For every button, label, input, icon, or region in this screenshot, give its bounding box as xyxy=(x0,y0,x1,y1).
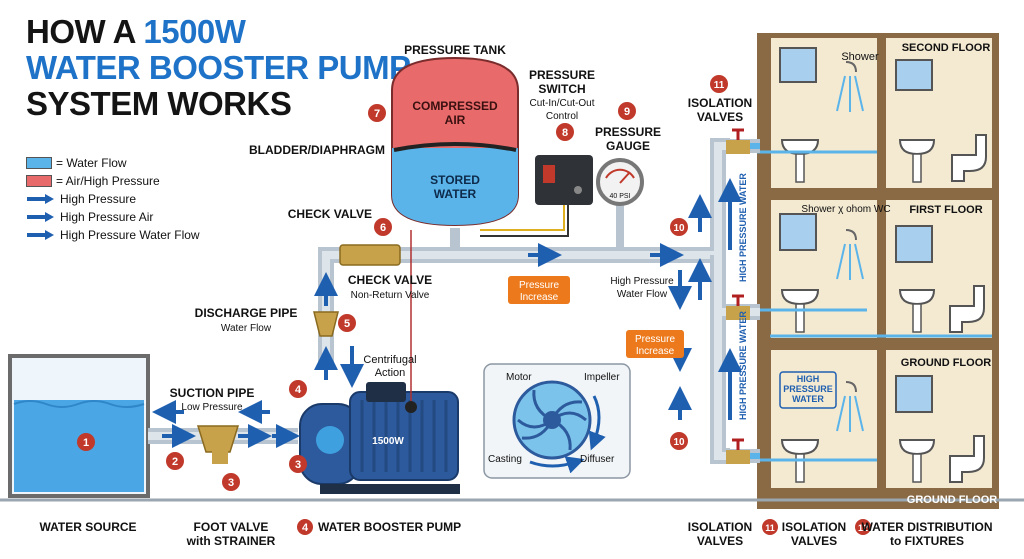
legend-item-water: = Water Flow xyxy=(26,154,200,172)
booster-pump xyxy=(299,230,460,494)
label-discharge-pipe: DISCHARGE PIPE xyxy=(195,306,298,320)
label-pressure-increase-1a: Pressure xyxy=(519,280,559,291)
label-centrifugal-1: Centrifugal xyxy=(363,354,416,366)
label-high-pressure-flow-2: Water Flow xyxy=(617,289,668,300)
label-hp-box-3: WATER xyxy=(792,394,824,404)
label-cut-in-2: Control xyxy=(546,111,578,122)
caption-distribution-1: WATER DISTRIBUTION xyxy=(861,520,992,534)
label-pressure-gauge-1: PRESSURE xyxy=(595,125,661,139)
label-ground-floor: GROUND FLOOR xyxy=(901,357,991,369)
label-water-flow: Water Flow xyxy=(221,323,272,334)
building xyxy=(757,33,999,509)
marker-1: 1 xyxy=(83,437,89,449)
marker-8: 8 xyxy=(562,127,568,139)
label-non-return: Non-Return Valve xyxy=(351,290,430,301)
page-title: HOW A 1500W WATER BOOSTER PUMP SYSTEM WO… xyxy=(26,13,411,122)
marker-9: 9 xyxy=(624,106,630,118)
label-pressure-switch-2: SWITCH xyxy=(538,82,585,96)
caption-isolation-b-2: VALVES xyxy=(791,534,837,548)
label-pressure-switch-1: PRESSURE xyxy=(529,68,595,82)
label-casting: Casting xyxy=(488,454,522,465)
caption-pump: WATER BOOSTER PUMP xyxy=(318,520,461,534)
marker-11: 11 xyxy=(714,80,725,91)
legend-item-high-pressure-water: High Pressure Water Flow xyxy=(26,226,200,244)
bottom-marker-12: 12 xyxy=(858,523,868,533)
legend-item-air: = Air/High Pressure xyxy=(26,172,200,190)
label-pressure-increase-1b: Increase xyxy=(520,292,559,303)
caption-distribution-2: to FIXTURES xyxy=(890,534,964,548)
right-arrow-icon xyxy=(27,212,54,222)
label-hp-box-1: HIGH xyxy=(797,374,820,384)
right-arrow-icon xyxy=(27,230,54,240)
label-ground-floor-base: GROUND FLOOR xyxy=(907,494,997,506)
label-second-floor: SECOND FLOOR xyxy=(902,42,991,54)
label-shower-wc: Shower χ ohom WC xyxy=(801,204,890,215)
label-suction-pipe: SUCTION PIPE xyxy=(170,386,255,400)
marker-5: 5 xyxy=(344,318,350,330)
legend-item-high-pressure: High Pressure xyxy=(26,190,200,208)
legend: = Water Flow = Air/High Pressure High Pr… xyxy=(26,154,200,244)
label-hp-water-vertical-1: HIGH PRESSURE WATER xyxy=(738,173,748,282)
marker-10b: 10 xyxy=(673,437,685,448)
label-isolation-top-2: VALVES xyxy=(697,110,743,124)
label-impeller: Impeller xyxy=(584,372,620,383)
legend-item-high-pressure-air: High Pressure Air xyxy=(26,208,200,226)
water-source-tank xyxy=(0,354,1024,502)
marker-7: 7 xyxy=(374,108,380,120)
pressure-gauge xyxy=(596,158,644,206)
label-gauge-reading: 40 PSI xyxy=(609,193,630,200)
label-cut-in-1: Cut-In/Cut-Out xyxy=(529,98,594,109)
label-high-pressure-flow-1: High Pressure xyxy=(610,276,674,287)
marker-3b: 3 xyxy=(295,459,301,471)
label-pressure-increase-2a: Pressure xyxy=(635,334,675,345)
label-stored-water-1: STORED xyxy=(430,173,480,187)
label-check-valve-top: CHECK VALVE xyxy=(288,207,372,221)
marker-4: 4 xyxy=(295,384,302,396)
right-arrow-icon xyxy=(27,194,54,204)
label-bladder: BLADDER/DIAPHRAGM xyxy=(249,143,385,157)
label-check-valve: CHECK VALVE xyxy=(348,273,432,287)
label-low-pressure: Low Pressure xyxy=(181,402,243,413)
caption-isolation-a-1: ISOLATION xyxy=(688,520,752,534)
valves xyxy=(196,128,750,464)
marker-10a: 10 xyxy=(673,223,685,234)
label-centrifugal-2: Action xyxy=(375,367,406,379)
bottom-marker-4: 4 xyxy=(302,522,309,534)
label-pressure-tank: PRESSURE TANK xyxy=(404,43,506,57)
label-pump-badge: 1500W xyxy=(372,436,404,447)
label-first-floor: FIRST FLOOR xyxy=(909,204,982,216)
label-hp-water-vertical-2: HIGH PRESSURE WATER xyxy=(738,311,748,420)
caption-isolation-a-2: VALVES xyxy=(697,534,743,548)
label-shower: Shower xyxy=(841,51,879,63)
caption-foot-valve-1: FOOT VALVE xyxy=(194,520,269,534)
label-motor: Motor xyxy=(506,372,532,383)
impeller-inset xyxy=(483,363,631,479)
number-markers xyxy=(77,75,871,535)
label-compressed-air-1: COMPRESSED xyxy=(412,99,498,113)
caption-isolation-b-1: ISOLATION xyxy=(782,520,846,534)
caption-foot-valve-2: with STRAINER xyxy=(186,534,276,548)
caption-water-source: WATER SOURCE xyxy=(39,520,136,534)
bottom-marker-11: 11 xyxy=(765,523,775,533)
pressure-tank xyxy=(391,56,519,227)
marker-6: 6 xyxy=(380,222,386,234)
label-compressed-air-2: AIR xyxy=(445,113,466,127)
pressure-increase-badges xyxy=(508,276,837,409)
label-pressure-increase-2b: Increase xyxy=(636,346,675,357)
label-isolation-top-1: ISOLATION xyxy=(688,96,752,110)
label-stored-water-2: WATER xyxy=(434,187,477,201)
marker-2: 2 xyxy=(172,456,178,468)
pressure-switch xyxy=(480,155,593,237)
label-diffuser: Diffuser xyxy=(580,454,615,465)
marker-3a: 3 xyxy=(228,477,234,489)
label-hp-box-2: PRESSURE xyxy=(783,384,833,394)
label-pressure-gauge-2: GAUGE xyxy=(606,139,650,153)
flow-arrows xyxy=(152,178,742,448)
